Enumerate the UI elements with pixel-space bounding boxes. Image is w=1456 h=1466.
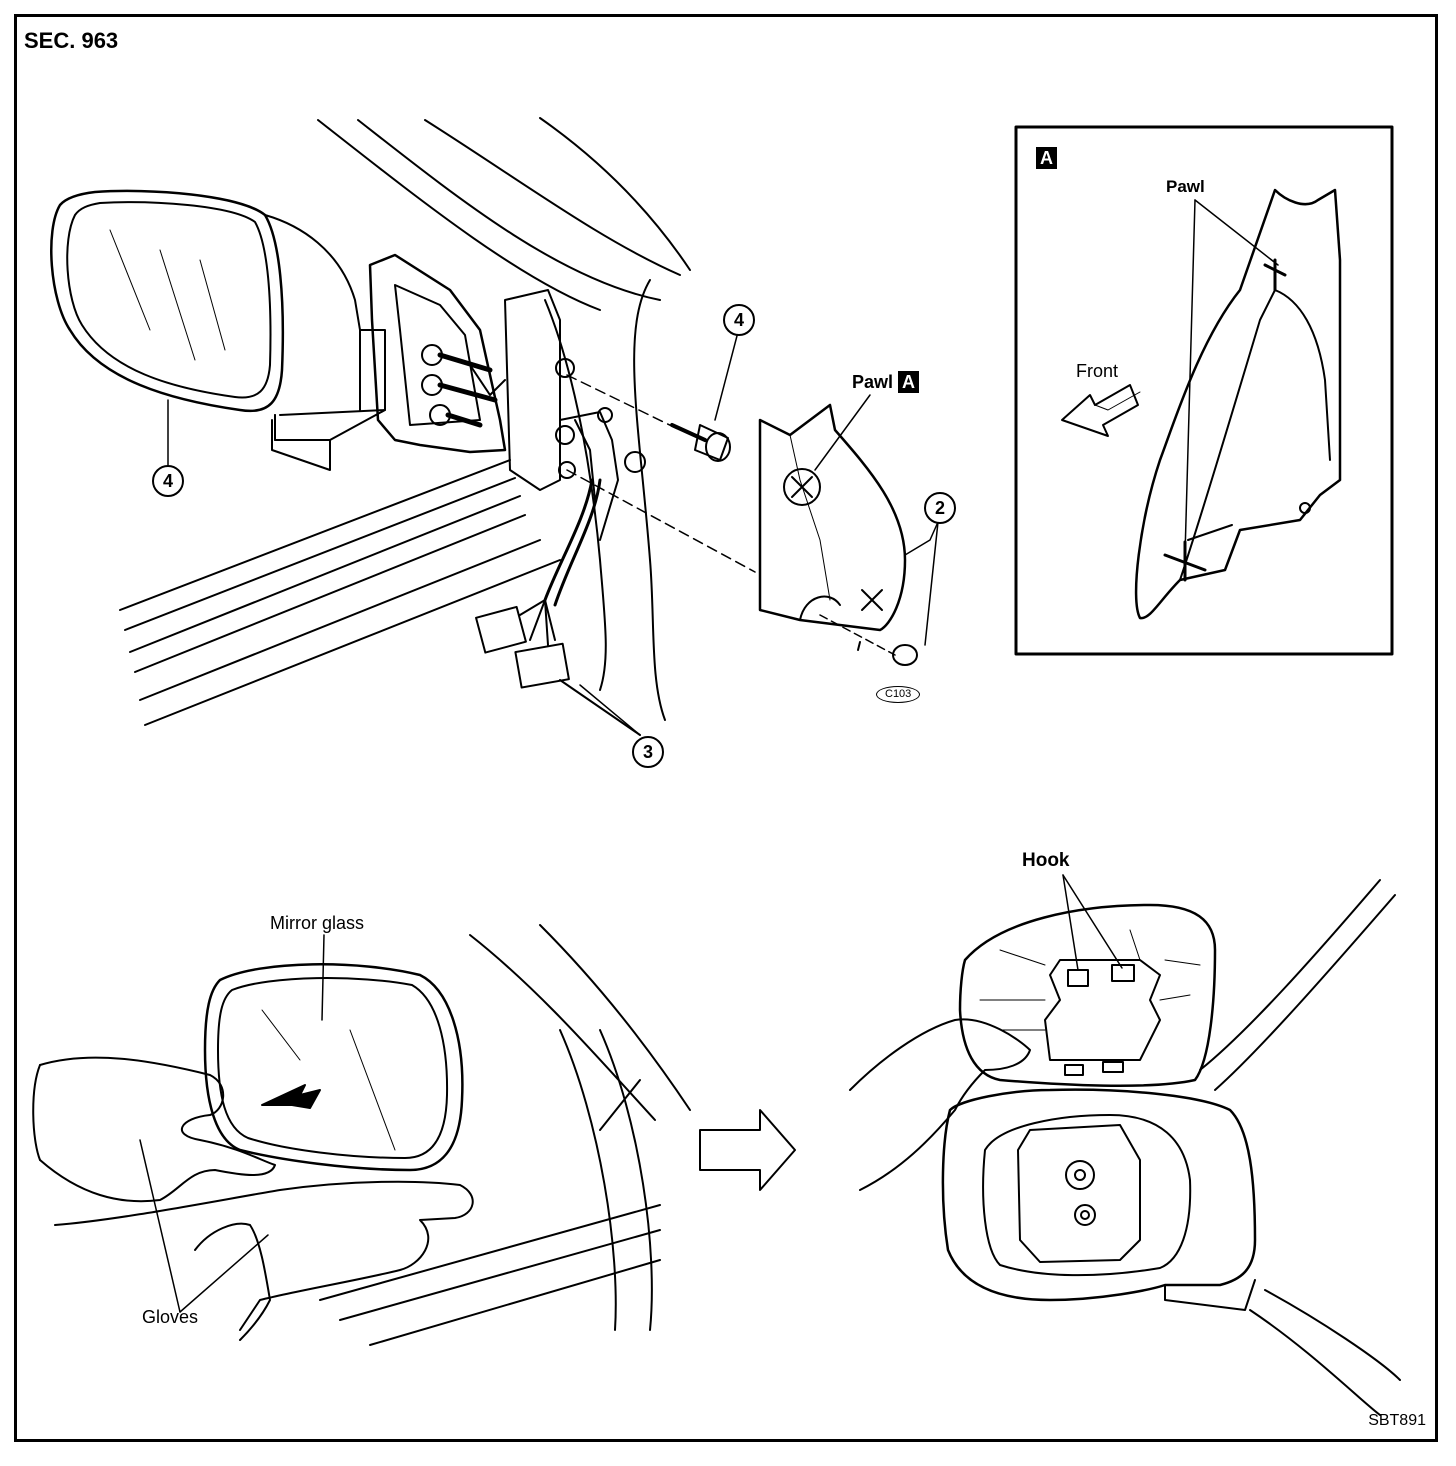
harness-connectors	[475, 478, 641, 736]
mirror-base	[368, 253, 507, 454]
callout-connector: 3	[632, 736, 664, 768]
mirror-glass-label: Mirror glass	[270, 913, 365, 933]
door-bracket	[504, 289, 646, 541]
corner-cover-finisher	[758, 403, 918, 666]
detail-marker-a: A	[898, 371, 920, 393]
pawl-label-text: Pawl	[852, 372, 894, 392]
mirror-glass-removal-illustration	[32, 924, 691, 1346]
page-border	[14, 14, 1438, 1442]
pawl-label-main: Pawl A	[852, 371, 920, 393]
detail-a-box	[1014, 125, 1394, 656]
clip-code-label: C103	[876, 686, 921, 703]
callout-bolt: 4	[723, 304, 755, 336]
gloves-label: Gloves	[142, 1307, 199, 1327]
front-direction-label: Front	[1076, 361, 1119, 381]
section-number: SEC. 963	[24, 28, 119, 53]
callout-mirror-assembly: 4	[152, 465, 184, 497]
mirror-hook-detail-illustration	[849, 874, 1401, 1416]
callout-cover: 2	[924, 492, 956, 524]
bolt-4	[566, 374, 731, 462]
transition-arrow	[699, 1109, 796, 1191]
figure-reference-code: SBT891	[1368, 1412, 1426, 1429]
mirror-assembly	[50, 189, 386, 471]
detail-pawl-label: Pawl	[1166, 177, 1205, 196]
detail-view-marker: A	[1036, 147, 1057, 169]
hook-label: Hook	[1022, 850, 1070, 871]
door-mirror-removal-illustration	[50, 117, 939, 736]
